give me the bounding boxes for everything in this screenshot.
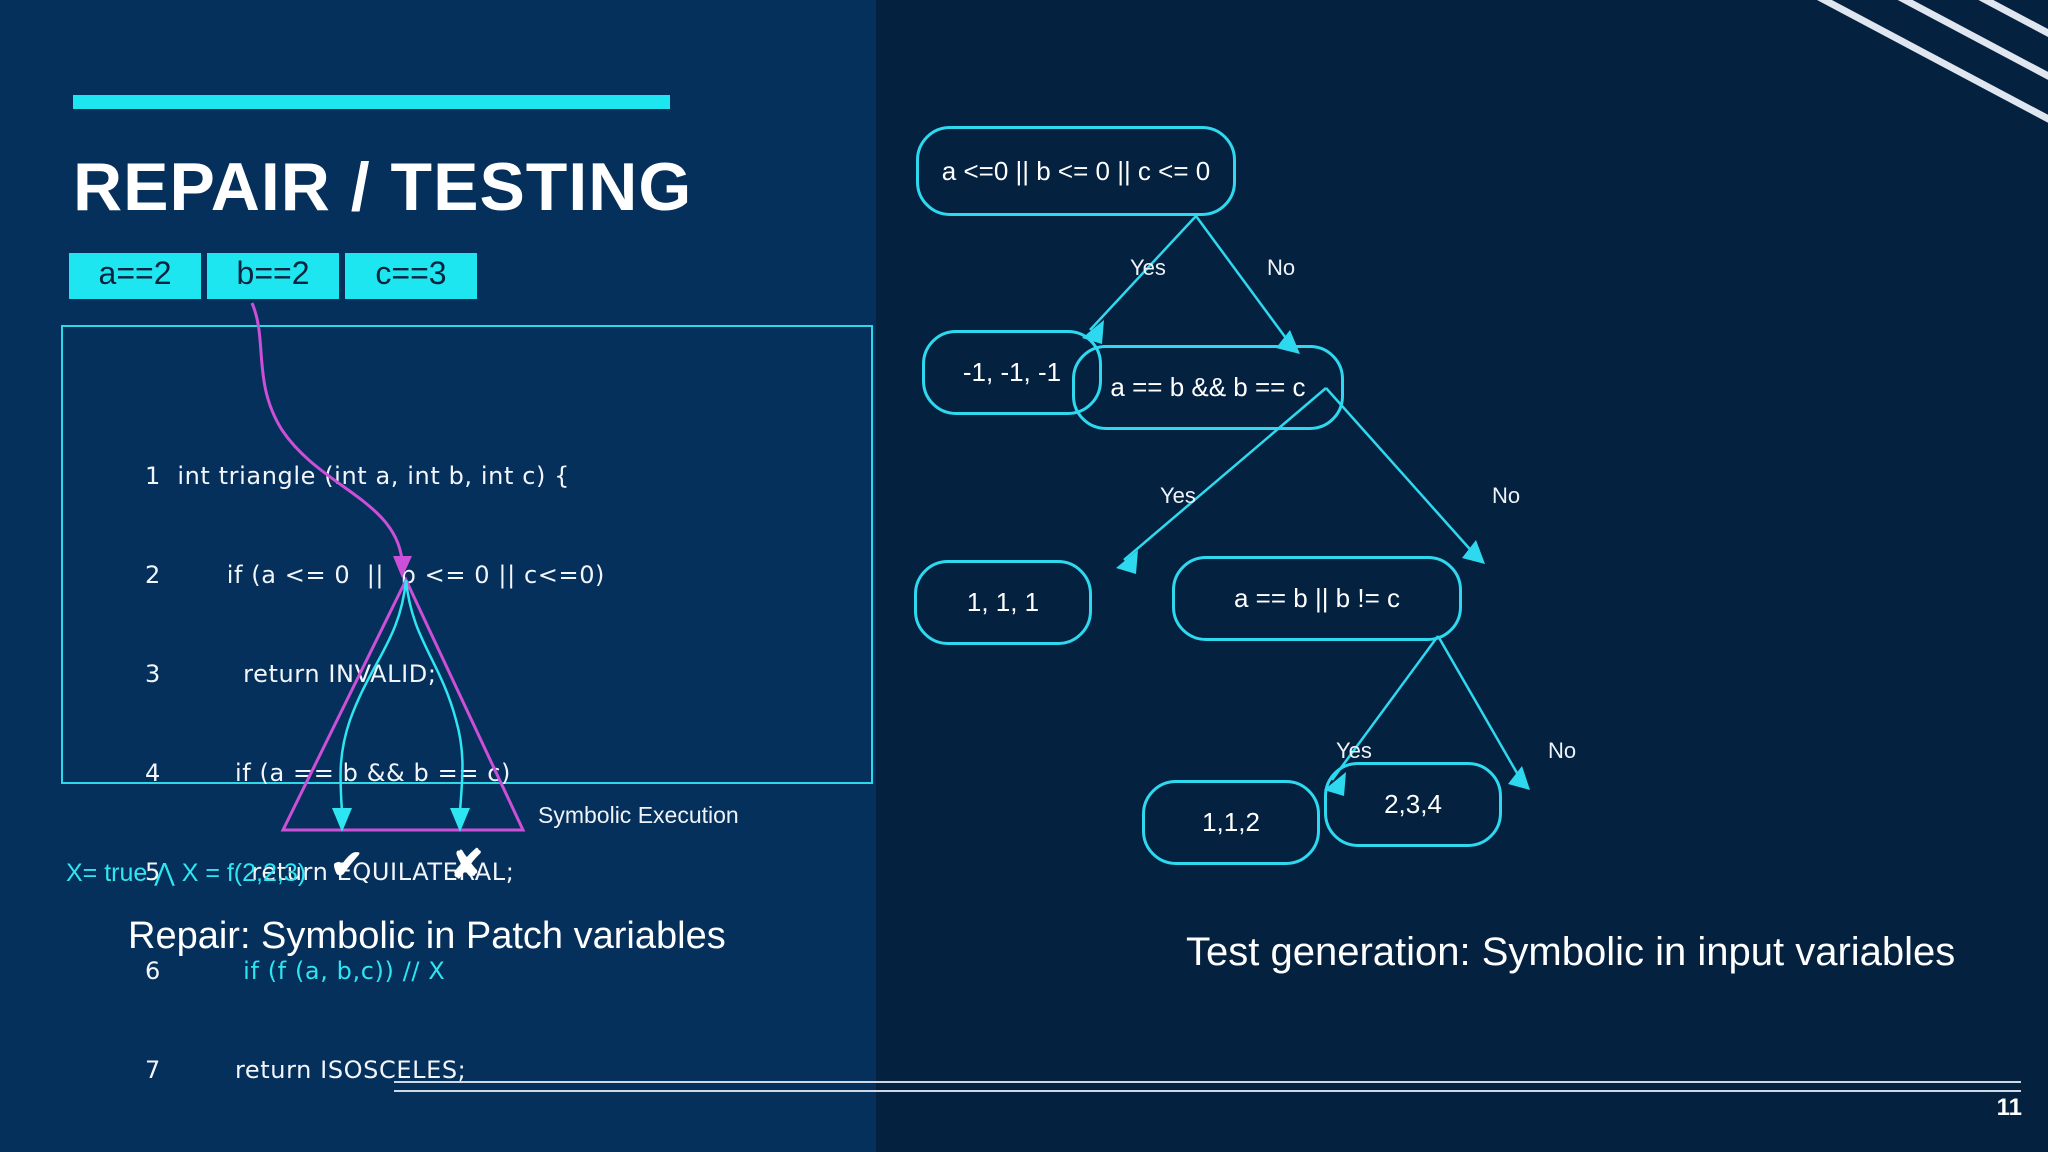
line-number-5: 5 xyxy=(145,858,161,886)
line-number-1: 1 xyxy=(145,462,161,490)
tree-node-leaf-isosceles[interactable]: 1,1,2 xyxy=(1142,780,1320,865)
right-caption: Test generation: Symbolic in input varia… xyxy=(1186,930,1956,974)
code-row: 7 return ISOSCELES; xyxy=(145,1054,605,1087)
code-row: 5 return EQUILATERAL; xyxy=(145,856,605,889)
page-title: REPAIR / TESTING xyxy=(73,149,693,225)
patch-variable-chips: a==2 b==2 c==3 xyxy=(69,253,477,299)
edge-label-root-yes: Yes xyxy=(1130,255,1166,280)
check-icon: ✔ xyxy=(330,843,364,887)
edge-label-cond3-yes: Yes xyxy=(1336,738,1372,763)
code-row: 4 if (a == b && b == c) xyxy=(145,757,605,790)
chip-a: a==2 xyxy=(69,253,201,299)
tree-edges xyxy=(1082,215,1530,796)
code-row: 2 if (a <= 0 || b <= 0 || c<=0) xyxy=(145,559,605,592)
line-number-3: 3 xyxy=(145,660,161,688)
tree-node-leaf-equilateral[interactable]: 1, 1, 1 xyxy=(914,560,1092,645)
line-number-4: 4 xyxy=(145,759,161,787)
patch-constraint-label: X= true ⋀ X = f(2,2,3) xyxy=(66,859,307,887)
code-text-6: if (f (a, b,c)) // X xyxy=(243,957,446,985)
tree-node-leaf-invalid[interactable]: -1, -1, -1 xyxy=(922,330,1102,415)
line-number-2: 2 xyxy=(145,561,161,589)
footer-divider xyxy=(394,1081,2021,1092)
edge-label-cond2-no: No xyxy=(1492,483,1521,508)
tree-node-root[interactable]: a <=0 || b <= 0 || c <= 0 xyxy=(916,126,1236,216)
tree-node-cond-equilateral[interactable]: a == b && b == c xyxy=(1072,345,1344,430)
code-text-4: if (a == b && b == c) xyxy=(234,759,512,787)
code-text-2: if (a <= 0 || b <= 0 || c<=0) xyxy=(226,561,606,589)
code-row: 6 if (f (a, b,c)) // X xyxy=(145,955,605,988)
chip-c: c==3 xyxy=(345,253,477,299)
code-row: 1 int triangle (int a, int b, int c) { xyxy=(145,460,605,493)
line-number-6: 6 xyxy=(145,957,161,985)
symbolic-execution-label: Symbolic Execution xyxy=(538,802,739,828)
line-number-7: 7 xyxy=(145,1056,161,1084)
code-listing: 1 int triangle (int a, int b, int c) { 2… xyxy=(145,394,605,1152)
tree-node-leaf-scalene[interactable]: 2,3,4 xyxy=(1324,762,1502,847)
edge-label-root-no: No xyxy=(1267,255,1296,280)
code-text-1: int triangle (int a, int b, int c) { xyxy=(177,462,571,490)
symbolic-execution-tree: a <=0 || b <= 0 || c <= 0 -1, -1, -1 a =… xyxy=(876,0,2048,1152)
page-number: 11 xyxy=(1996,1094,2022,1121)
chip-b: b==2 xyxy=(207,253,339,299)
code-text-3: return INVALID; xyxy=(243,660,437,688)
title-accent-rule xyxy=(73,95,670,109)
edge-label-cond2-yes: Yes xyxy=(1160,483,1196,508)
edge-label-cond3-no: No xyxy=(1548,738,1577,763)
tree-node-cond-isosceles[interactable]: a == b || b != c xyxy=(1172,556,1462,641)
left-panel-background xyxy=(0,0,876,1152)
left-caption: Repair: Symbolic in Patch variables xyxy=(128,915,726,957)
code-row: 3 return INVALID; xyxy=(145,658,605,691)
code-text-7: return ISOSCELES; xyxy=(234,1056,467,1084)
code-text-5: return EQUILATERAL; xyxy=(251,858,515,886)
cross-icon: ✘ xyxy=(450,843,484,887)
